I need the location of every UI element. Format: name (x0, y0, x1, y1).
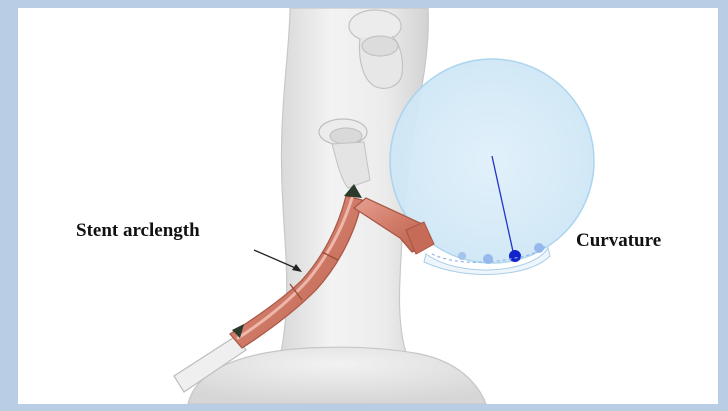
curvature-label: Curvature (576, 231, 661, 250)
curvature-point (509, 250, 521, 262)
figure-panel: Stent arclength Curvature (18, 8, 718, 404)
vessel-scene (18, 8, 718, 404)
stent-arclength-label: Stent arclength (76, 221, 200, 240)
